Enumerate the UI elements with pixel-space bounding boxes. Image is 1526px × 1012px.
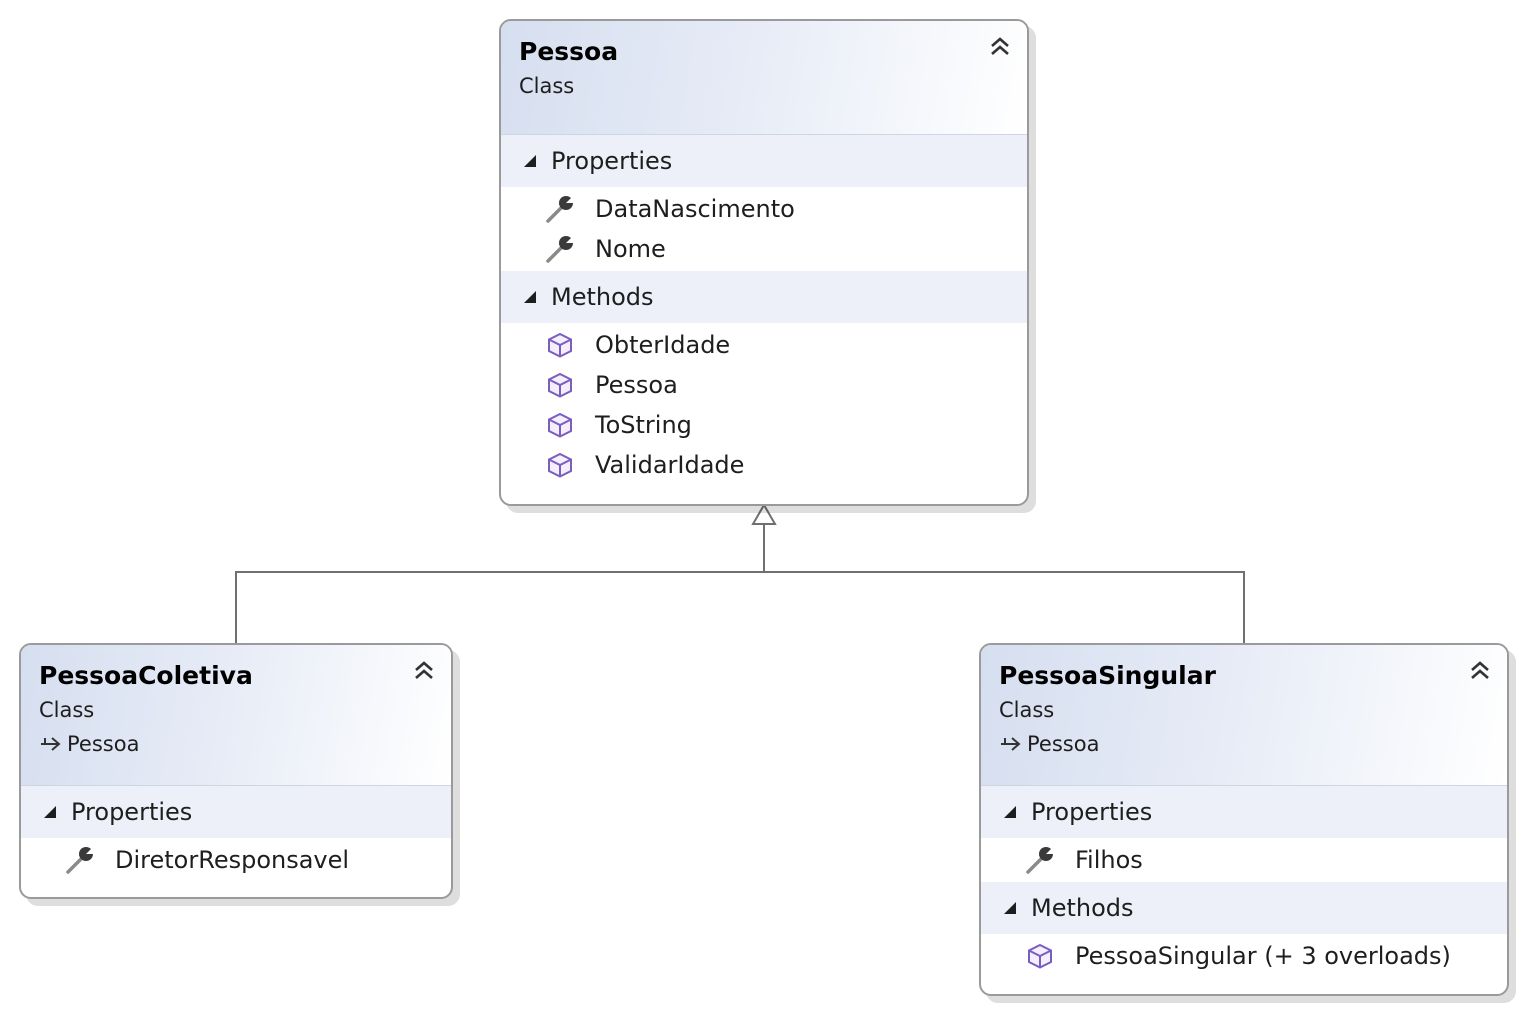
method-name: Pessoa xyxy=(595,371,678,399)
base-class-name: Pessoa xyxy=(1027,732,1100,756)
section-properties[interactable]: Properties xyxy=(981,786,1507,838)
class-box-pessoa[interactable]: Pessoa Class Properties DataNascimento N… xyxy=(499,19,1029,506)
base-class: Pessoa xyxy=(999,727,1489,761)
class-box-pessoa-singular[interactable]: PessoaSingular Class Pessoa Properties F… xyxy=(979,643,1509,996)
cube-icon xyxy=(543,449,577,481)
double-chevron-up-icon[interactable] xyxy=(1467,657,1493,683)
method-item[interactable]: Pessoa xyxy=(501,365,1027,405)
section-methods[interactable]: Methods xyxy=(981,882,1507,934)
triangle-expanded-icon xyxy=(1004,806,1016,818)
property-name: DataNascimento xyxy=(595,195,795,223)
wrench-icon xyxy=(543,233,577,265)
double-chevron-up-icon[interactable] xyxy=(411,657,437,683)
class-name: PessoaColetiva xyxy=(39,661,253,690)
property-item[interactable]: DiretorResponsavel xyxy=(21,840,451,880)
class-header: PessoaColetiva Class Pessoa xyxy=(21,645,451,786)
triangle-expanded-icon xyxy=(524,291,536,303)
method-item[interactable]: ToString xyxy=(501,405,1027,445)
wrench-icon xyxy=(63,844,97,876)
method-name: ObterIdade xyxy=(595,331,731,359)
cube-icon xyxy=(543,369,577,401)
section-label: Methods xyxy=(551,283,654,311)
property-item[interactable]: Filhos xyxy=(981,840,1507,880)
connector-pessoa-singular xyxy=(764,571,1245,643)
connector-pessoa-coletiva xyxy=(235,524,765,643)
property-item[interactable]: Nome xyxy=(501,229,1027,269)
cube-icon xyxy=(543,409,577,441)
section-label: Methods xyxy=(1031,894,1134,922)
property-name: DiretorResponsavel xyxy=(115,846,350,874)
method-name: PessoaSingular (+ 3 overloads) xyxy=(1075,942,1451,970)
double-chevron-up-icon[interactable] xyxy=(987,33,1013,59)
method-item[interactable]: ObterIdade xyxy=(501,325,1027,365)
section-label: Properties xyxy=(71,798,193,826)
property-name: Filhos xyxy=(1075,846,1143,874)
section-properties[interactable]: Properties xyxy=(501,135,1027,187)
class-name: PessoaSingular xyxy=(999,661,1216,690)
inheritance-arrow-icon xyxy=(41,737,61,751)
wrench-icon xyxy=(543,193,577,225)
base-class-name: Pessoa xyxy=(67,732,140,756)
cube-icon xyxy=(1023,940,1057,972)
base-class: Pessoa xyxy=(39,727,433,761)
property-item[interactable]: DataNascimento xyxy=(501,189,1027,229)
inheritance-arrowhead xyxy=(751,503,777,525)
property-name: Nome xyxy=(595,235,666,263)
triangle-expanded-icon xyxy=(1004,902,1016,914)
class-kind: Class xyxy=(999,698,1055,722)
class-name: Pessoa xyxy=(519,37,619,66)
class-box-pessoa-coletiva[interactable]: PessoaColetiva Class Pessoa Properties D… xyxy=(19,643,453,899)
method-item[interactable]: PessoaSingular (+ 3 overloads) xyxy=(981,936,1507,976)
section-label: Properties xyxy=(551,147,673,175)
class-kind: Class xyxy=(39,698,95,722)
section-label: Properties xyxy=(1031,798,1153,826)
wrench-icon xyxy=(1023,844,1057,876)
triangle-expanded-icon xyxy=(524,155,536,167)
method-name: ToString xyxy=(595,411,692,439)
section-properties[interactable]: Properties xyxy=(21,786,451,838)
cube-icon xyxy=(543,329,577,361)
section-methods[interactable]: Methods xyxy=(501,271,1027,323)
class-kind: Class xyxy=(519,74,575,98)
method-item[interactable]: ValidarIdade xyxy=(501,445,1027,485)
triangle-expanded-icon xyxy=(44,806,56,818)
method-name: ValidarIdade xyxy=(595,451,745,479)
class-header: PessoaSingular Class Pessoa xyxy=(981,645,1507,786)
inheritance-arrow-icon xyxy=(1001,737,1021,751)
class-header: Pessoa Class xyxy=(501,21,1027,135)
